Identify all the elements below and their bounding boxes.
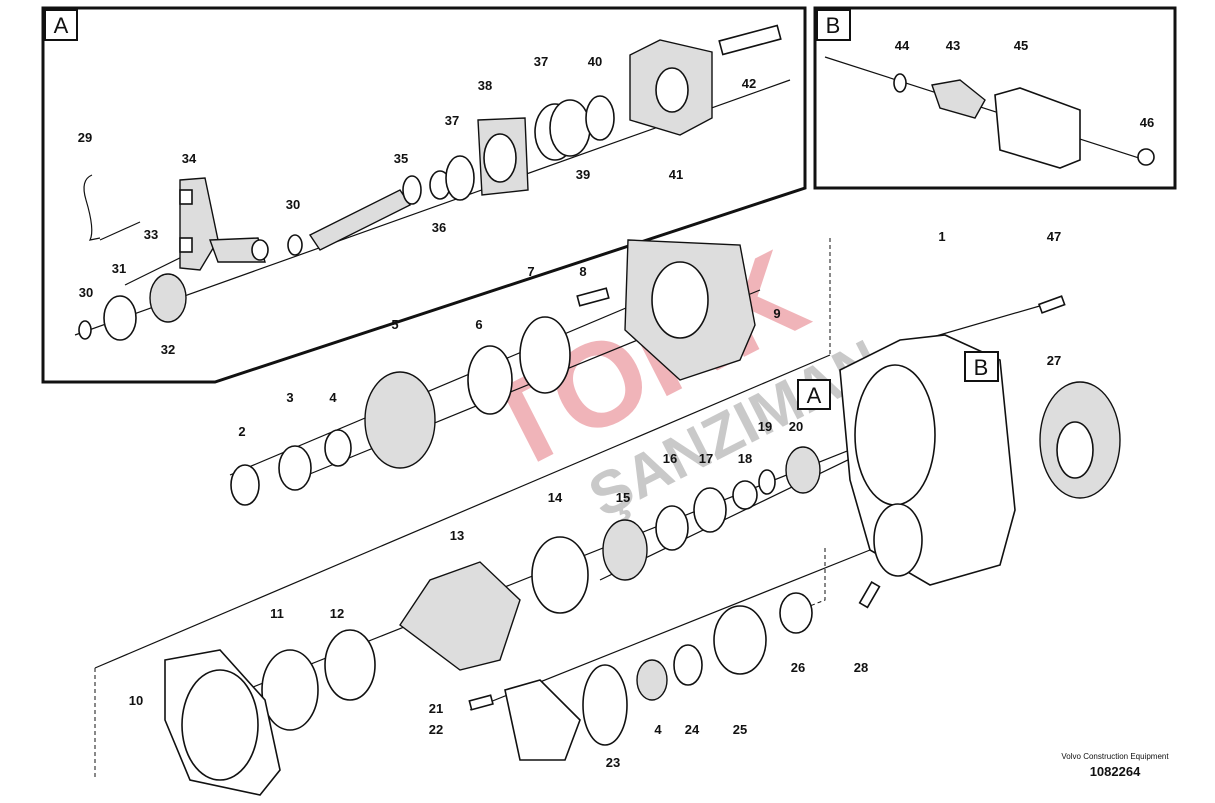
ref-marker-b-box [964,351,999,382]
callout-35: 35 [394,151,408,166]
callout-8: 8 [579,264,586,279]
callout-28: 28 [854,660,868,675]
callout-41: 41 [669,167,683,182]
callout-16: 16 [663,451,677,466]
callout-11: 11 [270,606,284,621]
callout-15: 15 [616,490,630,505]
brand-text: Volvo Construction Equipment [1061,752,1169,761]
callout-2: 2 [238,424,245,439]
ref-marker-a-box [797,379,831,410]
callout-7: 7 [527,264,534,279]
panel-b-frame [813,6,1177,190]
callout-22: 22 [429,722,443,737]
callout-37: 37 [445,113,459,128]
callout-5: 5 [391,317,398,332]
panel-a-parts [78,24,782,341]
callout-13: 13 [450,528,464,543]
callout-4: 4 [329,390,337,405]
panel-a-label-box [44,9,78,41]
callout-30: 30 [79,285,93,300]
callout-32: 32 [161,342,175,357]
callout-20: 20 [789,419,803,434]
callout-33: 33 [144,227,158,242]
main-parts [164,239,1121,796]
panel-b-label: B [826,13,841,38]
drawing-footer: Volvo Construction Equipment 1082264 [1060,752,1170,779]
panel-b-parts [893,73,1155,169]
callout-40: 40 [588,54,602,69]
callout-10: 10 [129,693,143,708]
callout-38: 38 [478,78,492,93]
callout-12: 12 [330,606,344,621]
callout-27: 27 [1047,353,1061,368]
callout-4: 4 [654,722,662,737]
callout-36: 36 [432,220,446,235]
drawing-number: 1082264 [1089,764,1141,779]
callout-44: 44 [895,38,910,53]
callout-37: 37 [534,54,548,69]
callout-39: 39 [576,167,590,182]
callout-1: 1 [938,229,945,244]
callout-47: 47 [1047,229,1061,244]
callout-29: 29 [78,130,92,145]
panel-a-label: A [54,13,69,38]
callout-9: 9 [773,306,780,321]
callout-19: 19 [758,419,772,434]
ref-marker-a: A [807,383,822,408]
callout-6: 6 [475,317,482,332]
callout-25: 25 [733,722,747,737]
panel-b-label-box [816,9,851,41]
callout-26: 26 [791,660,805,675]
callout-18: 18 [738,451,752,466]
callout-24: 24 [685,722,700,737]
callouts: 29 34 33 30 35 36 37 38 37 40 39 41 42 3… [78,38,1154,770]
callout-31: 31 [112,261,126,276]
callout-3: 3 [286,390,293,405]
callout-42: 42 [742,76,756,91]
callout-17: 17 [699,451,713,466]
callout-14: 14 [548,490,563,505]
callout-21: 21 [429,701,443,716]
panel-a-frame [41,6,807,384]
callout-30: 30 [286,197,300,212]
callout-45: 45 [1014,38,1028,53]
callout-34: 34 [182,151,197,166]
ref-marker-b: B [974,355,989,380]
callout-43: 43 [946,38,960,53]
callout-23: 23 [606,755,620,770]
callout-46: 46 [1140,115,1154,130]
